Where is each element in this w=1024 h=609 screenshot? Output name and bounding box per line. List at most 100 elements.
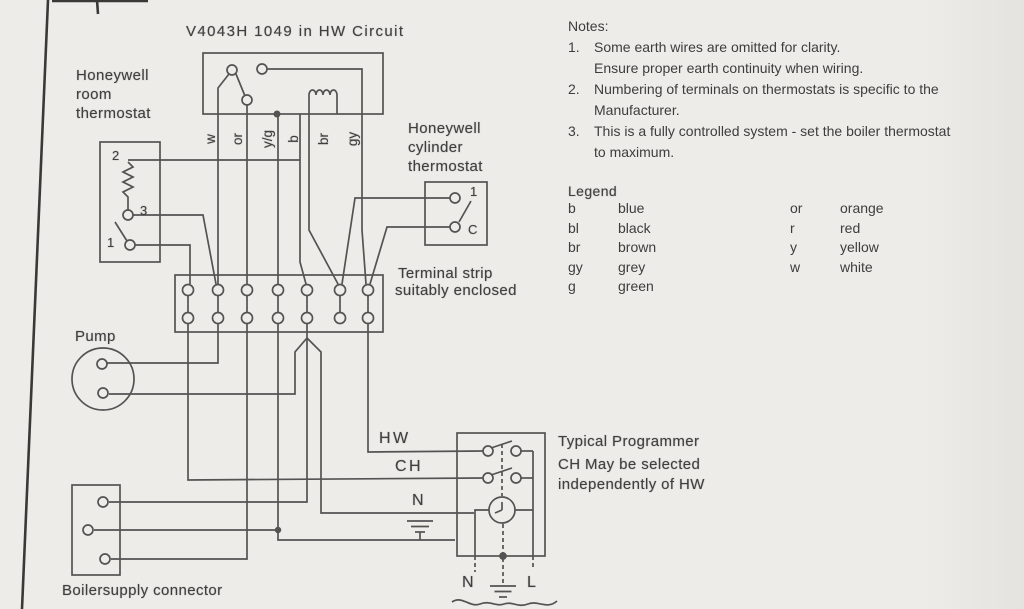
legend-row: or orange <box>790 199 884 219</box>
note-item: 3. This is a fully controlled system - s… <box>568 121 1020 163</box>
ch-line-label: CH <box>395 458 424 475</box>
legend-row: w white <box>790 258 884 278</box>
programmer-desc-line2: CH May be selected <box>558 456 701 473</box>
bottom-n-label: N <box>462 574 474 591</box>
distribution-wires <box>94 324 484 560</box>
legend-value: orange <box>840 200 884 216</box>
notes-block: Notes: 1. Some earth wires are omitted f… <box>568 16 1020 163</box>
terminal-strip-label-line2: suitably enclosed <box>395 282 517 299</box>
legend-key: b <box>568 200 576 216</box>
programmer-bottom-wires <box>474 524 534 585</box>
cylinder-thermostat-label-line1: Honeywell <box>408 120 481 137</box>
room-thermostat-switch <box>114 209 136 251</box>
cylinder-thermostat-label-line3: thermostat <box>408 158 483 175</box>
legend-heading: Legend <box>568 183 618 199</box>
note-text: Ensure proper earth continuity when wiri… <box>594 60 864 76</box>
note-text: Manufacturer. <box>594 102 680 118</box>
underbrace-icon <box>451 599 558 607</box>
legend-value: red <box>840 219 861 236</box>
legend-row: br brown <box>568 238 656 258</box>
legend-row: r red <box>790 219 884 239</box>
hw-line-label: HW <box>379 430 411 447</box>
n-line-label: N <box>412 492 427 509</box>
note-text: Some earth wires are omitted for clarity… <box>594 39 841 55</box>
valve-switch <box>217 63 363 114</box>
programmer-desc-line3: independently of HW <box>558 476 705 493</box>
cylinder-thermostat-label-line2: cylinder <box>408 139 463 156</box>
programmer-hw-switch <box>482 440 533 457</box>
legend-key: or <box>790 200 803 216</box>
clock-icon <box>488 496 516 524</box>
bottom-l-label: L <box>527 574 537 591</box>
programmer-desc-line1: Typical Programmer <box>558 433 700 450</box>
diagram-title: V4043H 1049 in HW Circuit <box>186 23 405 40</box>
legend-left-column: b blue bl black br brown gy grey g green <box>568 199 656 297</box>
terminal-strip-label-line1: Terminal strip <box>398 265 493 282</box>
room-terminal-3: 3 <box>140 203 148 218</box>
legend-key: y <box>790 239 797 255</box>
terminal-strip-terminals <box>181 283 375 325</box>
legend-row: bl black <box>568 219 656 239</box>
cylinder-terminal-c: C <box>468 222 478 237</box>
note-number: 3. <box>568 123 580 139</box>
terminal-strip-box <box>174 274 384 333</box>
room-thermostat-box <box>99 141 161 263</box>
wire-label-gy: gy <box>344 131 360 147</box>
note-item: 1. Some earth wires are omitted for clar… <box>568 37 1020 79</box>
room-thermostat-element-icon <box>121 161 135 210</box>
room-thermostat-label-line3: thermostat <box>76 105 151 122</box>
legend-row: y yellow <box>790 238 884 258</box>
room-thermostat-label-line2: room <box>76 86 112 103</box>
legend-row: g green <box>568 277 656 297</box>
note-text: Numbering of terminals on thermostats is… <box>594 81 939 97</box>
room-thermostat-label-line1: Honeywell <box>76 67 149 84</box>
scan-artifact-lines <box>20 0 148 609</box>
programmer-ch-switch <box>482 467 533 484</box>
legend-key: gy <box>568 258 583 275</box>
note-text: to maximum. <box>594 144 675 160</box>
earth-icon <box>490 585 516 598</box>
earth-icon <box>407 520 433 540</box>
valve-box <box>202 52 384 115</box>
cylinder-thermostat-box <box>424 181 488 246</box>
legend-row: b blue <box>568 199 656 219</box>
pump-icon <box>71 347 135 411</box>
junction-dot <box>274 526 282 534</box>
legend-value: black <box>618 219 651 236</box>
legend-key: bl <box>568 219 579 236</box>
programmer-internal-wires <box>474 451 534 556</box>
note-text: This is a fully controlled system - set … <box>594 123 951 139</box>
pump-label: Pump <box>75 328 116 345</box>
cylinder-thermostat-wires <box>341 197 450 285</box>
legend-right-column: or orange r red y yellow w white <box>790 199 884 277</box>
legend-key: br <box>568 239 581 255</box>
legend-value: grey <box>618 258 646 275</box>
legend-value: yellow <box>840 239 879 255</box>
legend-value: blue <box>618 200 645 216</box>
wire-label-b: b <box>285 135 301 143</box>
note-number: 1. <box>568 39 580 55</box>
room-terminal-2: 2 <box>112 148 120 163</box>
wire-label-or: or <box>229 133 245 146</box>
legend-value: brown <box>618 239 657 255</box>
boiler-connector-box <box>71 484 121 576</box>
legend-key: g <box>568 278 576 294</box>
note-number: 2. <box>568 81 580 97</box>
wire-label-br: br <box>315 133 331 146</box>
legend-value: green <box>618 278 654 294</box>
wire-label-w: w <box>202 134 218 144</box>
cylinder-terminal-1: 1 <box>470 184 478 199</box>
note-item: 2. Numbering of terminals on thermostats… <box>568 79 1020 121</box>
legend-key: w <box>790 258 801 275</box>
notes-heading: Notes: <box>568 18 609 34</box>
junction-dot <box>499 552 507 560</box>
valve-tail-wires <box>217 114 367 285</box>
boiler-connector-label: Boilersupply connector <box>62 582 223 599</box>
legend-row: gy grey <box>568 258 656 278</box>
room-terminal-1: 1 <box>107 235 115 250</box>
legend-key: r <box>790 219 795 236</box>
room-thermostat-wires <box>128 159 300 285</box>
valve-coil-icon <box>308 89 338 114</box>
